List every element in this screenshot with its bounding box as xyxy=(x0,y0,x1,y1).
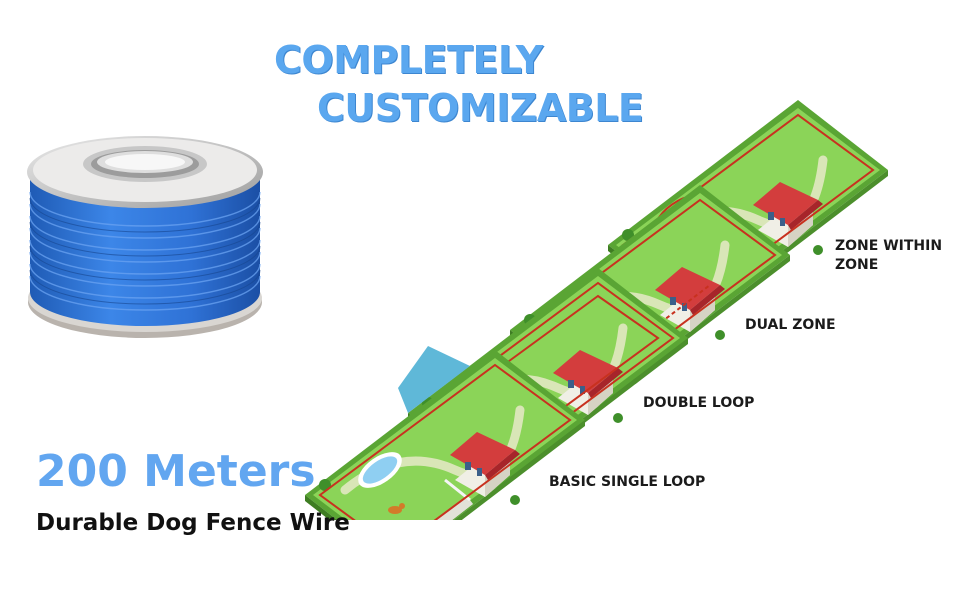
product-name: Durable Dog Fence Wire xyxy=(36,510,350,536)
yard-basic-single-loop xyxy=(305,350,585,520)
headline-line-1: COMPLETELY xyxy=(274,38,543,82)
label-dual-zone: DUAL ZONE xyxy=(745,317,836,333)
label-zone-within-zone-text: ZONE WITHIN ZONE xyxy=(835,238,943,273)
label-double-loop: DOUBLE LOOP xyxy=(643,395,755,411)
label-basic-single-loop: BASIC SINGLE LOOP xyxy=(549,474,706,490)
headline-line-2: CUSTOMIZABLE xyxy=(317,86,644,130)
wire-length: 200 Meters xyxy=(36,446,316,497)
yard-layouts-illustration xyxy=(300,100,900,520)
label-zone-within-zone: ZONE WITHIN ZONE xyxy=(835,237,942,275)
wire-spool-icon xyxy=(27,136,263,338)
